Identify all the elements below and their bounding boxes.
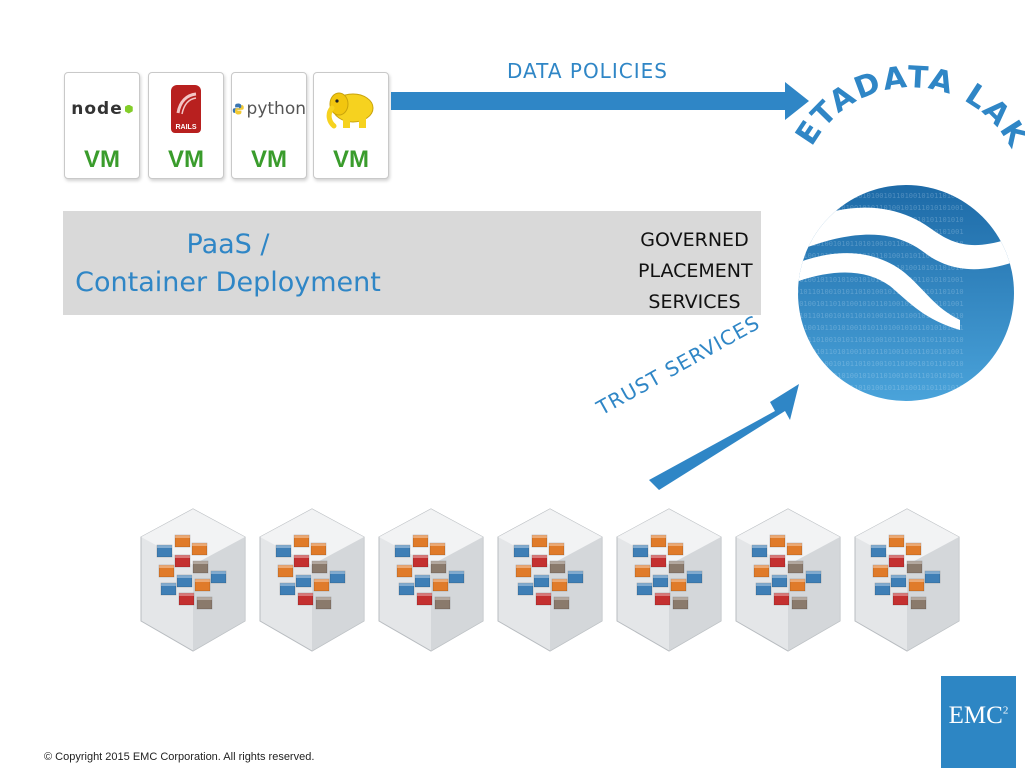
copyright-text: © Copyright 2015 EMC Corporation. All ri… [44,751,315,763]
hadoop-elephant-logo-icon: hadoop [314,83,388,135]
svg-text:101001011010100101011010010101: 1010010110101001010110100101011010101001 [795,348,964,356]
svg-text:101001011010100101011010010101: 1010010110101001010110100101011010101001 [795,300,964,308]
svg-text:010110100101011010100101101001: 0101101001010110101001011010010101101010 [795,240,964,248]
data-policies-arrow [391,82,809,120]
emc-logo-icon: EMC2 [941,676,1016,768]
paas-title-line2: Container Deployment [75,267,381,298]
container-cube-icon [378,508,484,652]
vm-card-python: python VM [231,72,307,179]
container-cube-icon [616,508,722,652]
paas-container-bar: PaaS / Container Deployment GOVERNED PLA… [63,211,761,315]
vm-card-hadoop: hadoop VM [313,72,389,179]
rails-logo-icon: RAILS [149,83,223,135]
svg-text:101001011010100101011010010101: 1010010110101001010110100101011010101001 [795,324,964,332]
svg-text:101001011010100101011010010101: 1010010110101001010110100101011010101001 [795,252,964,260]
governed-placement-services: GOVERNED PLACEMENT SERVICES [638,229,753,313]
vm-label: VM [333,146,369,173]
container-cube-icon [497,508,603,652]
nodejs-logo-icon: node [65,83,139,135]
vm-label: VM [168,146,204,173]
container-cube-icon [735,508,841,652]
svg-text:101001011010100101011010010101: 1010010110101001010110100101011010101001 [795,204,964,212]
svg-text:010110100101011010100101101001: 0101101001010110101001011010010101101010 [795,312,964,320]
vm-label: VM [84,146,120,173]
container-cube-icon [854,508,960,652]
container-cube-icon [140,508,246,652]
svg-text:010110100101011010100101101001: 0101101001010110101001011010010101101010 [795,336,964,344]
svg-text:010110100101011010100101101001: 0101101001010110101001011010010101101010 [795,192,964,200]
data-policies-label: DATA POLICIES [507,59,668,83]
vm-card-node: node VM [64,72,140,179]
trust-services-arrow [649,384,799,490]
python-logo-icon: python [232,83,306,135]
metadata-lake-globe-icon: 0101101001010110101001011010010101101010… [785,58,1025,401]
vm-label: VM [251,146,287,173]
svg-text:101001011010100101011010010101: 1010010110101001010110100101011010101001 [795,372,964,380]
svg-text:010110100101011010100101101001: 0101101001010110101001011010010101101010 [795,288,964,296]
svg-text:010110100101011010100101101001: 0101101001010110101001011010010101101010 [795,360,964,368]
svg-text:METADATA LAKE: METADATA LAKE [785,58,1025,155]
vm-card-rails: RAILS VM [148,72,224,179]
container-cube-icon [259,508,365,652]
svg-text:010110100101011010100101101001: 0101101001010110101001011010010101101010 [795,384,964,392]
paas-title-line1: PaaS / [186,229,270,260]
